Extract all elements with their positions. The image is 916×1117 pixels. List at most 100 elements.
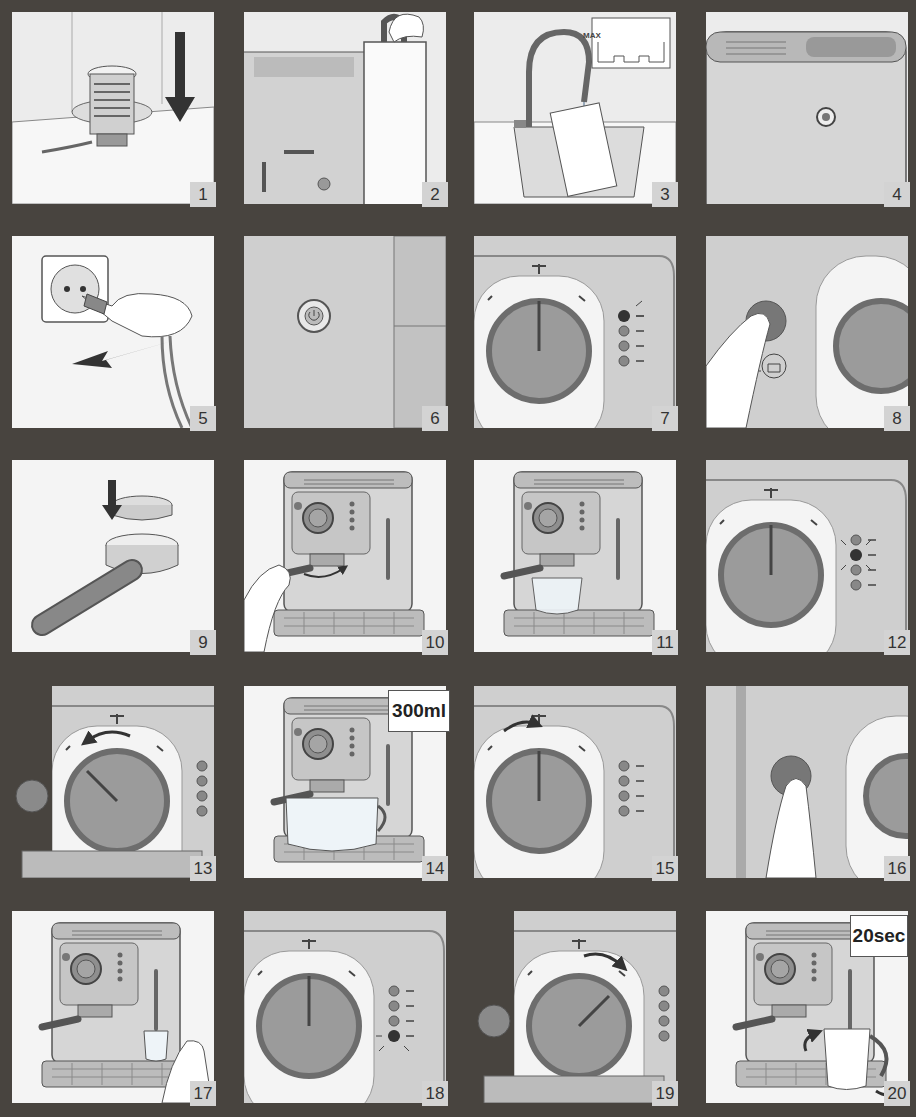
panel-dial-turn-left-part — [52, 686, 214, 878]
panel-dial-lights-part — [538, 301, 541, 351]
panel-power-button — [244, 236, 446, 428]
step-number: 3 — [652, 182, 678, 207]
panel-flush-jug — [244, 686, 446, 878]
panel-flush-jug-part — [378, 806, 385, 831]
panel-water-tank-part — [389, 14, 423, 42]
panel-dial-ready-part — [850, 549, 862, 561]
panel-press-steam-part — [866, 756, 908, 836]
panel-brew-cup-part — [532, 578, 582, 614]
panel-dial-turn-left-part — [22, 851, 202, 878]
panel-dial-steam-ready-part — [388, 1030, 400, 1042]
step-number: 16 — [884, 856, 910, 881]
box-text: 20sec — [853, 925, 906, 947]
panel-portafilter-part — [42, 570, 132, 625]
panel-filter-install-part — [12, 12, 214, 204]
step-number: 7 — [652, 406, 678, 431]
panel-fill-tank-part — [474, 12, 676, 204]
panel-water-tank-part — [254, 57, 354, 77]
panel-water-tank — [244, 12, 446, 204]
panel-attach-portafilter — [244, 460, 446, 652]
panel-plug-in — [12, 236, 214, 428]
panel-water-tank-part — [244, 52, 374, 204]
step-number: 2 — [422, 182, 448, 207]
panel-portafilter-part — [112, 505, 172, 520]
panel-froth-milk-part — [870, 1036, 886, 1076]
panel-attach-portafilter-part — [244, 565, 290, 652]
step-number: 18 — [422, 1081, 448, 1106]
panel-fill-tank-part — [592, 18, 670, 68]
panel-portafilter — [12, 460, 214, 652]
panel-fill-tank — [474, 12, 676, 204]
panel-portafilter-part — [12, 460, 214, 652]
panel-dial-turn-right — [478, 911, 676, 1103]
step-number: 4 — [884, 182, 910, 207]
panel-dial-turn-right-part — [584, 954, 622, 966]
panel-attach-portafilter-part — [274, 472, 424, 636]
panel-dial-steam-ready-part — [376, 1036, 409, 1051]
step-number: 10 — [422, 630, 448, 655]
panel-press-button-part — [836, 301, 908, 391]
panel-purge-wand-part — [12, 911, 214, 1103]
panel-dial-turn-left-part — [16, 780, 48, 812]
panel-froth-milk — [706, 911, 908, 1103]
step-number: 15 — [652, 856, 678, 881]
panel-power-button-part — [394, 236, 446, 428]
panel-dial-turn-right-part — [478, 1005, 510, 1037]
step-number: 17 — [190, 1081, 216, 1106]
panel-brew-cup-part — [474, 460, 676, 652]
panel-flush-jug-part — [286, 798, 378, 851]
panel-dial-turn-right-part — [514, 911, 676, 1103]
panel-dial-turn-right-part — [579, 996, 609, 1026]
panel-dial-steam-ready-part — [244, 911, 446, 1103]
panel-froth-milk-part — [824, 1029, 870, 1090]
panel-fill-tank-part — [598, 42, 664, 62]
panel-brew-cup-part — [504, 472, 654, 636]
panel-plug-in-part — [80, 286, 86, 292]
panel-insert-tank-part — [817, 108, 835, 126]
panel-purge-wand-part — [144, 1031, 168, 1061]
step-number: 13 — [190, 856, 216, 881]
panel-plug-in-part — [162, 336, 192, 428]
panel-filter-install-part — [90, 74, 134, 134]
panel-insert-tank-part — [706, 32, 906, 204]
panel-insert-tank — [706, 12, 908, 204]
panel-dial-ready-part — [770, 525, 773, 575]
panel-dial-ready-part — [841, 540, 871, 570]
step-number: 11 — [652, 630, 678, 655]
panel-water-tank-part — [318, 178, 330, 190]
panel-dial-turn-left — [16, 686, 214, 878]
panel-froth-milk-part — [706, 911, 908, 1103]
panel-filter-install-part — [97, 134, 127, 146]
panel-filter-install-part — [42, 142, 92, 152]
panel-plug-in-part — [72, 341, 172, 368]
panel-plug-in-part — [82, 294, 192, 337]
panel-flush-jug-part — [244, 686, 446, 878]
panel-dial-steam-ready-part — [308, 976, 311, 1026]
duration-box: 300ml — [388, 690, 450, 732]
panel-filter-install-part — [94, 84, 130, 116]
panel-power-button-part — [298, 300, 330, 332]
step-number: 1 — [190, 182, 216, 207]
panel-insert-tank-part — [726, 42, 786, 54]
panel-insert-tank-part — [822, 113, 830, 121]
panel-dial-turn-back-part — [538, 751, 541, 801]
step-number: 8 — [884, 406, 910, 431]
panel-filter-install — [12, 12, 214, 204]
panel-press-steam — [706, 686, 908, 878]
step-number: 6 — [422, 406, 448, 431]
box-text: 300ml — [392, 700, 446, 722]
step-number: 5 — [190, 406, 216, 431]
panel-dial-turn-right-part — [484, 1076, 664, 1103]
panel-dial-turn-right-part — [514, 911, 676, 1103]
panel-dial-turn-left-part — [87, 771, 117, 801]
panel-dial-turn-back-part — [504, 722, 536, 731]
panel-dial-steam-ready — [244, 911, 446, 1103]
step-number: 12 — [884, 630, 910, 655]
panel-dial-turn-back — [474, 686, 676, 878]
panel-press-steam-part — [846, 716, 908, 878]
panel-attach-portafilter-part — [244, 460, 446, 652]
panel-fill-tank-part — [550, 103, 617, 197]
step-number: 19 — [652, 1081, 678, 1106]
